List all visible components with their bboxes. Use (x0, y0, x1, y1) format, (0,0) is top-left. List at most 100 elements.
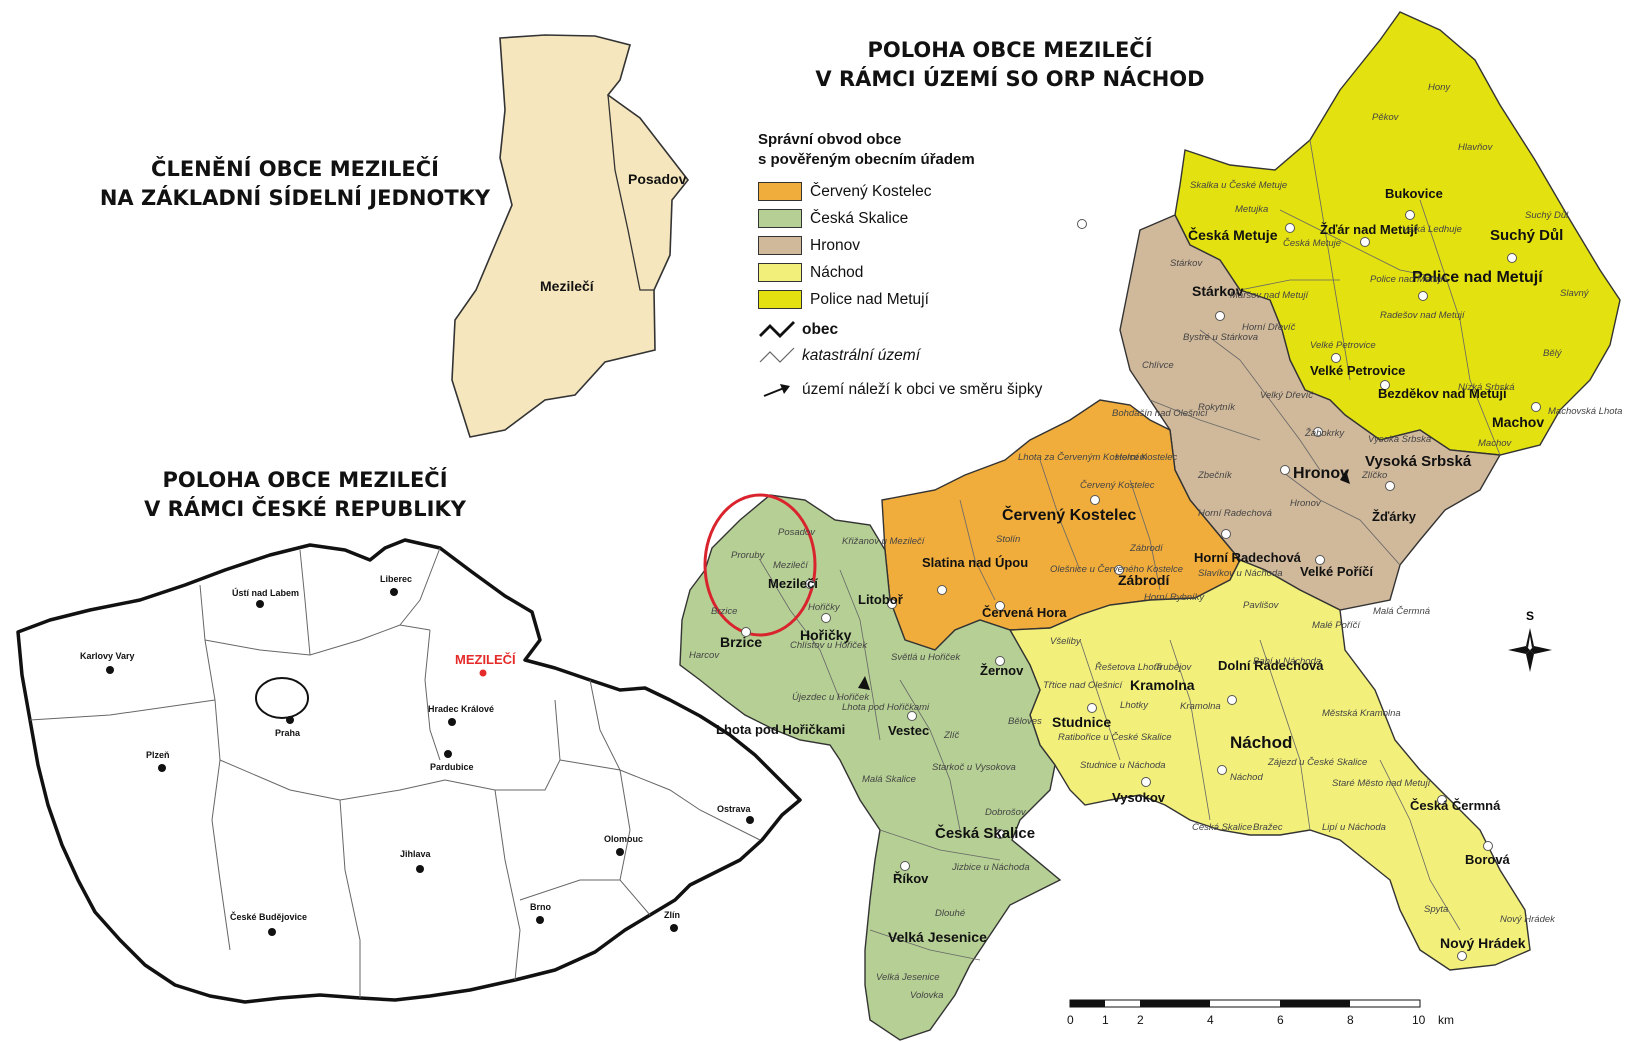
orp-label-horni-radechova: Horní Radechová (1194, 550, 1302, 565)
legend-swatch-nachod (758, 263, 802, 282)
orp-label-zdarky: Žďárky (1372, 509, 1417, 524)
orp-cad-label: Pěkov (1372, 112, 1400, 123)
compass-rose-icon: S (1508, 609, 1552, 672)
orp-label-machov: Machov (1492, 414, 1544, 430)
orp-cad-label: Horní Dřevíč (1242, 322, 1296, 333)
legend-swatch-kostelec (758, 182, 802, 201)
orp-label-studnice: Studnice (1052, 714, 1111, 730)
orp-label-suchy-dul: Suchý Důl (1490, 227, 1563, 244)
units-map-internal-border (607, 94, 654, 291)
cr-map: Ústí nad Labem Liberec Karlovy Vary Hrad… (16, 538, 802, 1004)
legend-obec-label: obec (802, 321, 839, 338)
orp-cad-label: Maršov nad Metují (1230, 290, 1310, 301)
orp-label-borova: Borová (1465, 852, 1511, 867)
units-map: Posadov Mezilečí (451, 34, 690, 438)
legend-item: Česká Skalice (758, 205, 1042, 232)
cr-city-olomouc: Olomouc (604, 834, 643, 844)
orp-cad-label: Zájezd u České Skalice (1267, 757, 1367, 768)
orp-cad-label: Horní Rybníky (1144, 592, 1205, 603)
orp-cad-label: Brzice (711, 606, 737, 617)
cr-city-budejovice: České Budějovice (230, 911, 307, 922)
orp-cad-label: Suchý Důl (1525, 210, 1569, 221)
cr-city-brno: Brno (530, 902, 551, 912)
orp-cad-label: Bělý (1543, 348, 1563, 359)
units-map-mezileci-area (451, 34, 690, 438)
orp-cad-label: Hořičky (808, 602, 841, 613)
legend-obec-row: obec (758, 317, 1042, 343)
legend-item: Červený Kostelec (758, 178, 1042, 205)
orp-cad-label: Zbečník (1197, 470, 1233, 481)
orp-label-hronov: Hronov (1293, 465, 1349, 482)
orp-label-slatina: Slatina nad Úpou (922, 555, 1028, 570)
cr-city-liberec: Liberec (380, 574, 412, 584)
scale-unit: km (1438, 1013, 1454, 1027)
scale-tick: 6 (1277, 1013, 1284, 1027)
orp-cad-label: Malé Poříčí (1312, 620, 1361, 631)
legend-label: Hronov (810, 236, 860, 254)
orp-label-dolni-radechova: Dolní Radechová (1218, 658, 1324, 673)
orp-cad-label: Skalka u České Metuje (1190, 180, 1287, 191)
orp-label-cerveny-kostelec: Červený Kostelec (1002, 505, 1136, 524)
orp-cad-label: Stolín (996, 534, 1020, 545)
orp-cad-label: Slavný (1560, 288, 1590, 299)
orp-arrow-marker-2 (1340, 470, 1350, 484)
orp-title-line-1: POLOHA OBCE MEZILEČÍ (867, 38, 1153, 62)
orp-cad-label: Horní Radechová (1198, 508, 1272, 519)
orp-cad-label: Malá Skalice (862, 774, 916, 785)
cr-city-karlovy-vary: Karlovy Vary (80, 651, 135, 661)
orp-map: Stárkov Česká Metuje Žďár nad Metují Buk… (679, 11, 1622, 1041)
orp-map-title: POLOHA OBCE MEZILEČÍ V RÁMCI ÚZEMÍ SO OR… (780, 36, 1240, 94)
orp-cad-label: Zlíčko (1361, 470, 1387, 481)
orp-cad-label: Chlístov u Hořiček (790, 640, 868, 651)
orp-label-nachod: Náchod (1230, 733, 1292, 752)
cr-title-line-1: POLOHA OBCE MEZILEČÍ (162, 468, 448, 492)
orp-cad-label: Křižanov u Mezilečí (842, 536, 926, 547)
cr-city-usti: Ústí nad Labem (232, 587, 299, 598)
orp-cad-label: Hronov (1290, 498, 1322, 509)
cr-city-pardubice: Pardubice (430, 762, 474, 772)
orp-cad-label: Stárkov (1170, 258, 1203, 269)
units-label-posadov: Posadov (628, 171, 687, 187)
orp-label-zernov: Žernov (980, 663, 1024, 678)
orp-label-ceska-cermna: Česká Čermná (1410, 798, 1501, 813)
legend-swatch-police (758, 290, 802, 309)
legend-item: Hronov (758, 232, 1042, 259)
orp-settlement-dots (741, 210, 1541, 961)
orp-cad-label: Hlavňov (1458, 142, 1494, 153)
orp-label-zdar: Žďár nad Metují (1320, 222, 1418, 237)
orp-arrow-marker (858, 676, 870, 690)
orp-cad-label: Jizbice u Náchoda (951, 862, 1030, 873)
orp-label-ceska-skalice: Česká Skalice (935, 824, 1035, 842)
orp-cad-label: Mezilečí (773, 560, 809, 571)
obec-line-icon (759, 321, 795, 338)
orp-cad-label: Nízká Srbská (1458, 382, 1515, 393)
cr-region-borders (29, 547, 761, 998)
orp-cad-label: Zlíč (943, 730, 960, 741)
orp-cad-label: Chlívce (1142, 360, 1174, 371)
orp-label-novy-hradek: Nový Hrádek (1440, 935, 1526, 951)
orp-label-cervena-hora: Červená Hora (982, 605, 1067, 620)
orp-cad-label: Velké Petrovice (1310, 340, 1376, 351)
orp-cad-label: Spyta (1424, 904, 1448, 915)
orp-cad-label: Újezdec u Hořiček (792, 692, 870, 703)
cr-city-jihlava: Jihlava (400, 849, 432, 859)
orp-label-zabrodi: Zábrodí (1118, 572, 1170, 588)
orp-cad-label: Žabokrky (1304, 428, 1345, 439)
orp-cad-label: Babí u Náchoda (1253, 656, 1321, 667)
units-title-line-2: NA ZÁKLADNÍ SÍDELNÍ JEDNOTKY (99, 186, 491, 210)
cr-city-hradec: Hradec Králové (428, 704, 494, 714)
orp-cad-label: Pavlišov (1243, 600, 1280, 611)
orp-label-kramolna: Kramolna (1130, 677, 1195, 693)
scale-tick: 10 (1412, 1013, 1426, 1027)
orp-cad-label: Harcov (689, 650, 720, 661)
orp-cad-label: Velký Dřevíč (1260, 390, 1313, 401)
orp-label-velke-porici: Velké Poříčí (1300, 564, 1373, 579)
orp-cad-label: Česká Metuje (1283, 238, 1341, 249)
scale-tick: 1 (1102, 1013, 1109, 1027)
orp-cad-label: Malá Čermná (1373, 606, 1430, 617)
orp-label-vysoka-srbska: Vysoká Srbská (1365, 453, 1472, 470)
orp-label-velke-petrovice: Velké Petrovice (1310, 363, 1405, 378)
orp-cad-label: Dlouhé (935, 908, 965, 919)
cr-city-zlin: Zlín (664, 910, 680, 920)
